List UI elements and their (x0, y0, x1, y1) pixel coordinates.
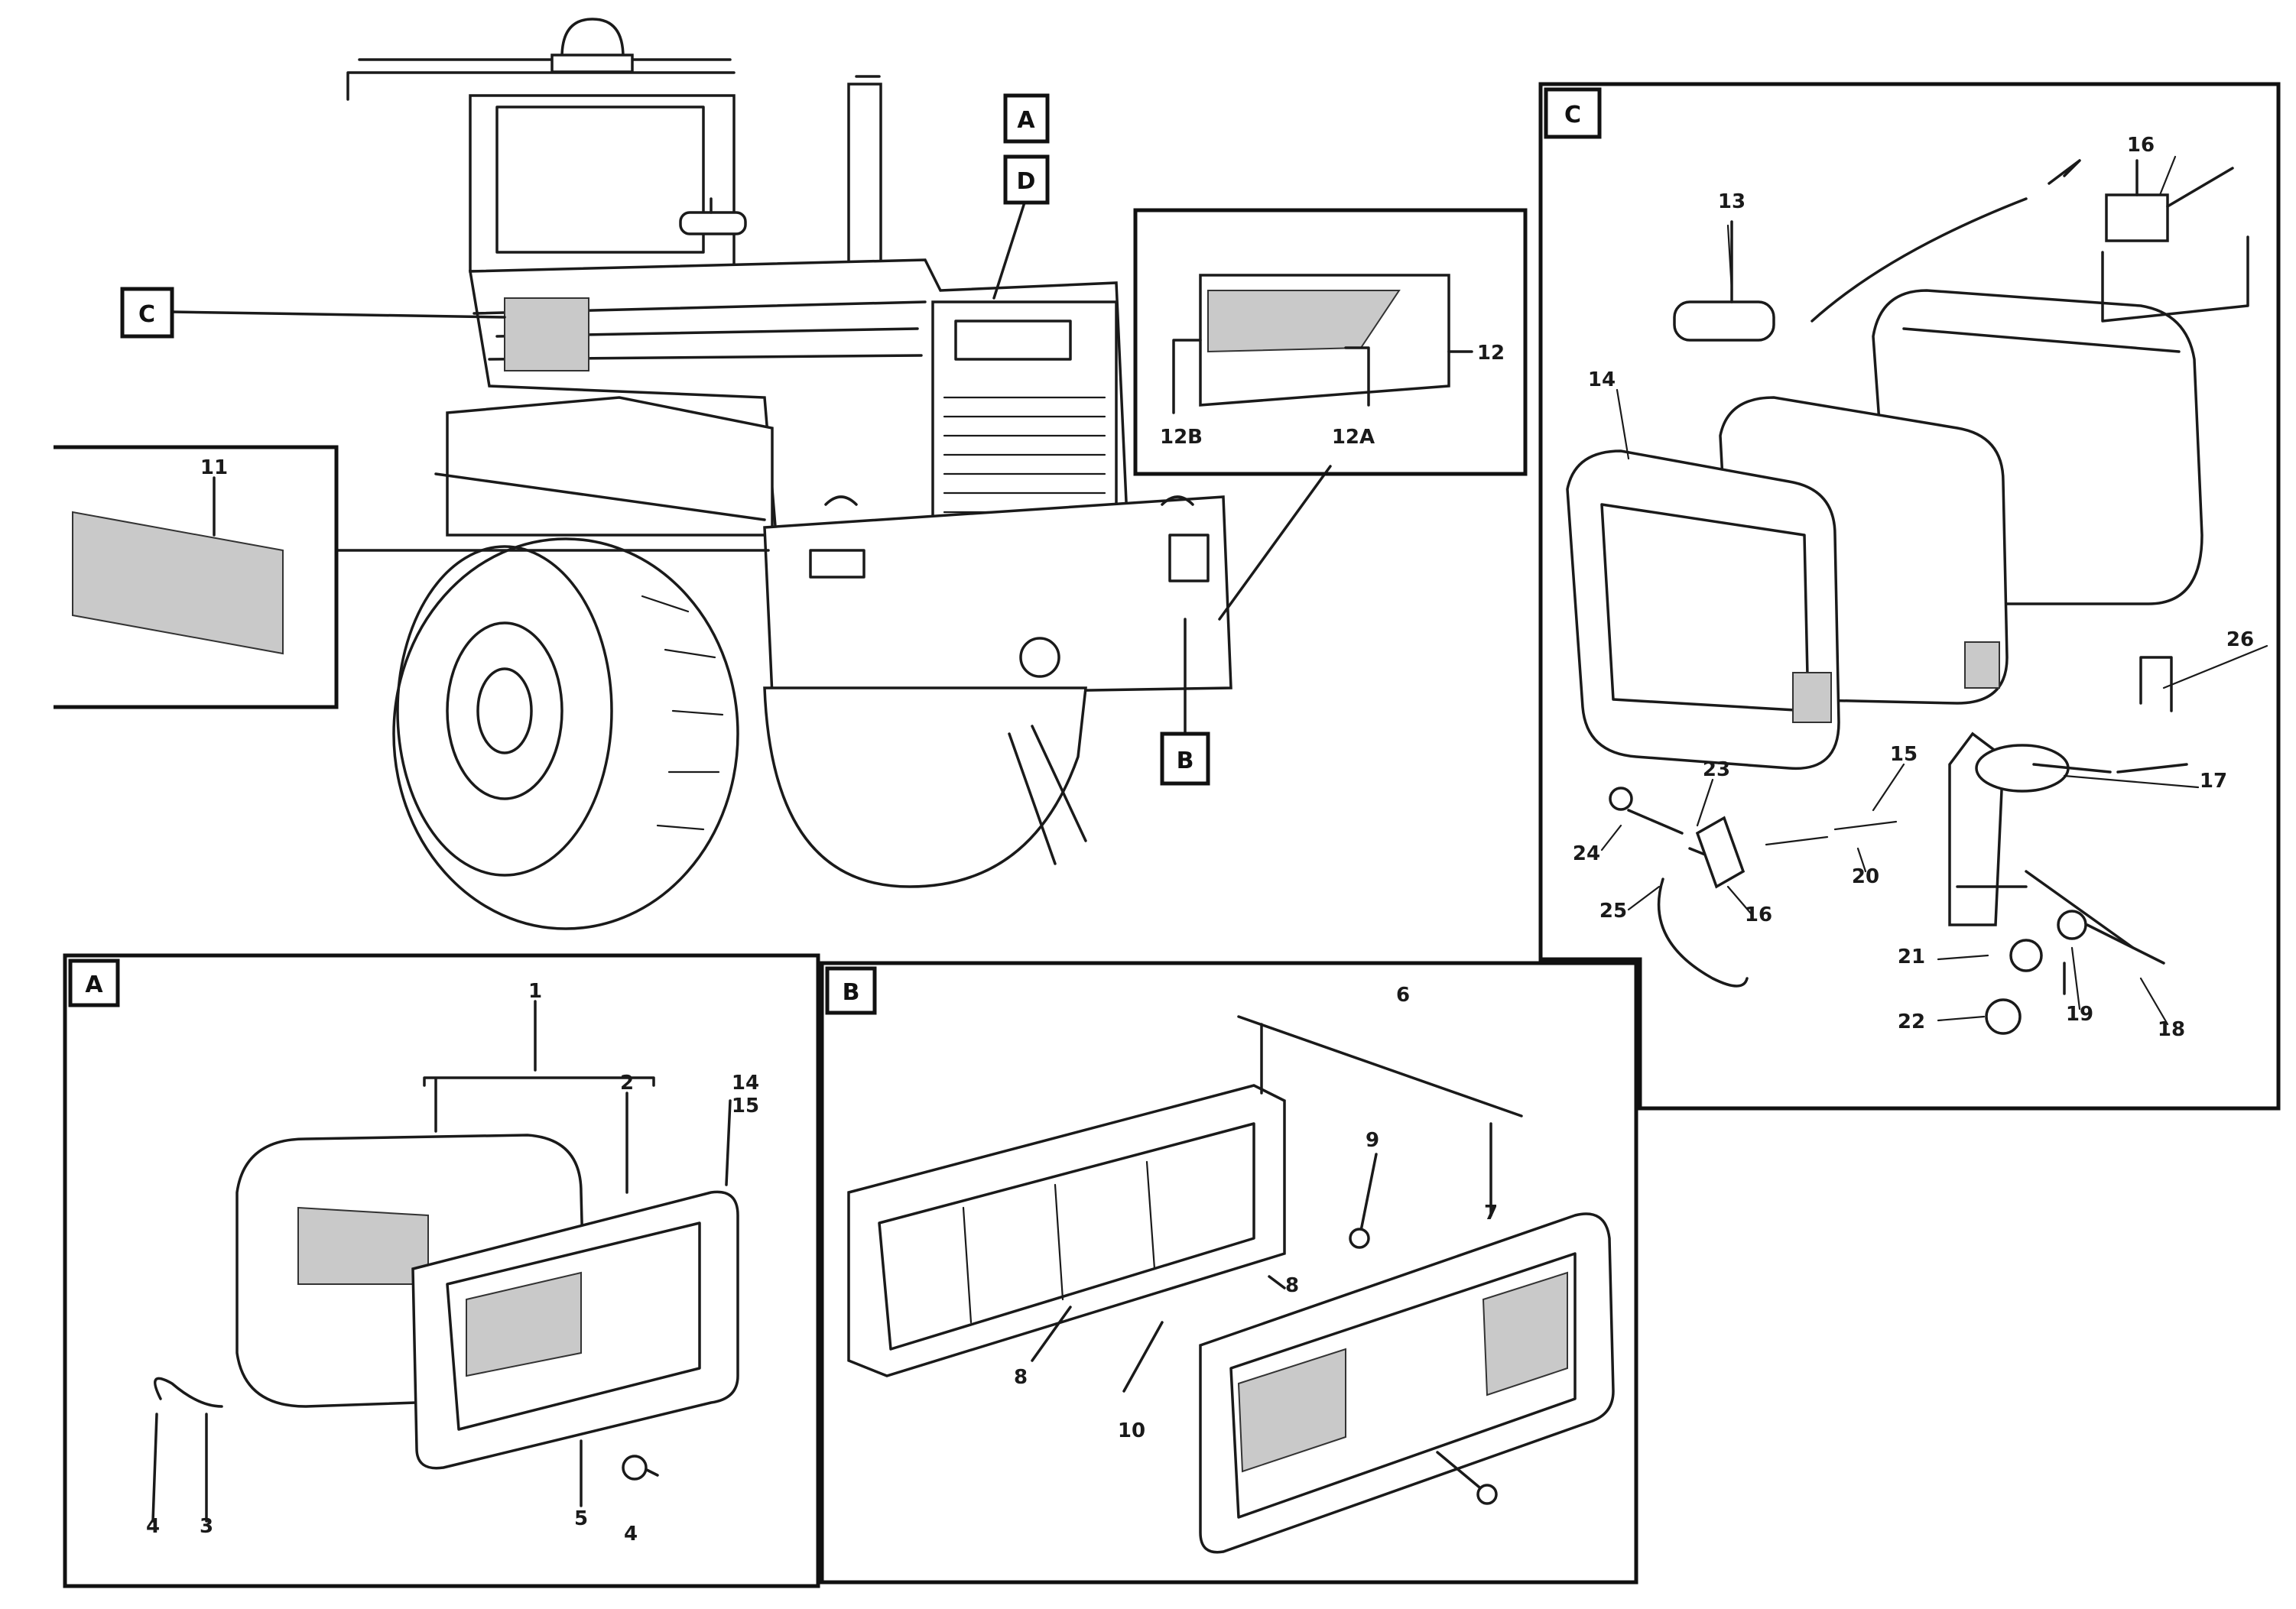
svg-text:C: C (138, 301, 155, 328)
label-a-4: 4 (146, 1515, 160, 1538)
svg-text:A: A (1017, 107, 1035, 134)
svg-text:D: D (1017, 168, 1036, 195)
label-11: 11 (200, 456, 228, 479)
label-c-16b: 16 (1745, 903, 1772, 926)
label-c-19: 19 (2066, 1003, 2093, 1026)
callout-b: B (1160, 732, 1210, 786)
label-c-20: 20 (1852, 865, 1879, 888)
label-a-4b: 4 (624, 1523, 638, 1546)
label-c-25: 25 (1599, 900, 1627, 923)
label-a-14: 14 (732, 1072, 759, 1095)
label-12: 12 (1477, 342, 1505, 365)
label-a-15: 15 (732, 1095, 759, 1118)
label-12a: 12A (1332, 426, 1375, 449)
label-c-13: 13 (1718, 190, 1746, 213)
label-b-6: 6 (1396, 984, 1410, 1007)
label-c-18: 18 (2158, 1018, 2185, 1041)
view-c: C 13 16 14 (1538, 82, 2281, 1111)
label-b-10: 10 (1118, 1419, 1145, 1442)
label-c-23: 23 (1703, 758, 1730, 781)
inset-lamp-11: 11 (54, 445, 339, 709)
label-c-15: 15 (1890, 743, 1918, 766)
label-b-7: 7 (1484, 1202, 1498, 1225)
label-b-9: 9 (1366, 1129, 1379, 1152)
machine-overview (170, 18, 1332, 930)
label-a-1: 1 (528, 980, 542, 1003)
inset-lamp-12: 12 12A 12B (1133, 208, 1528, 476)
callout-c: C (120, 287, 174, 339)
label-c-17: 17 (2200, 770, 2227, 793)
label-a-2: 2 (620, 1072, 634, 1095)
view-b: B 6 9 8 8 10 7 (820, 961, 1638, 1585)
label-c-24: 24 (1573, 842, 1600, 865)
svg-text:A: A (85, 972, 103, 998)
callout-a: A (1003, 93, 1050, 144)
label-a-5: 5 (574, 1507, 588, 1530)
callout-d: D (1003, 154, 1050, 205)
label-c-21: 21 (1898, 946, 1925, 968)
label-b-8b: 8 (1014, 1366, 1028, 1389)
label-12b: 12B (1160, 426, 1203, 449)
label-c-14: 14 (1588, 368, 1616, 391)
svg-text:B: B (1177, 748, 1194, 774)
label-b-8: 8 (1285, 1274, 1299, 1297)
label-c-26: 26 (2226, 628, 2254, 651)
svg-text:C: C (1564, 102, 1581, 128)
label-c-16: 16 (2127, 134, 2155, 157)
view-a: A 1 2 14 15 4 3 5 4 (63, 953, 820, 1588)
label-a-3: 3 (200, 1515, 213, 1538)
label-c-22: 22 (1898, 1010, 1925, 1033)
svg-text:B: B (843, 979, 860, 1006)
